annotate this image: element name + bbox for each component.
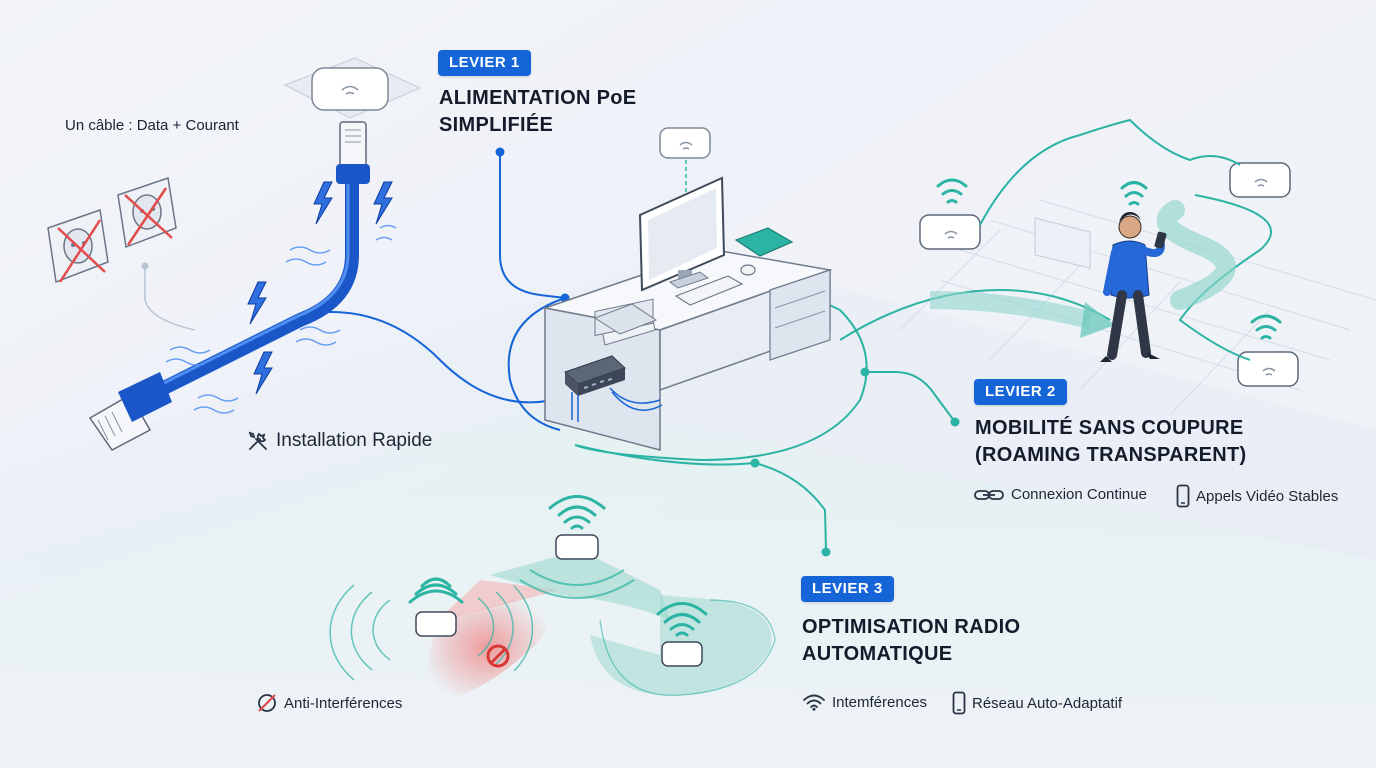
leader-line xyxy=(144,268,196,331)
roaming-arrow xyxy=(1156,200,1236,310)
lever1-title: ALIMENTATION PoE SIMPLIFIÉE xyxy=(439,85,636,139)
connector-dot xyxy=(750,458,760,468)
lever2-title: MOBILITÉ SANS COUPURE (ROAMING TRANSPARE… xyxy=(975,415,1246,469)
adaptive-label: Réseau Auto-Adaptatif xyxy=(972,694,1123,712)
adaptive-note: Réseau Auto-Adaptatif xyxy=(952,691,1122,715)
ethernet-cable xyxy=(143,163,359,402)
lever3-badge: LEVIER 3 xyxy=(801,576,894,602)
book xyxy=(734,227,794,257)
energy-waves xyxy=(165,224,397,414)
roaming-arrow xyxy=(929,291,1093,329)
connector-lever2 xyxy=(865,371,956,423)
connector-lever3 xyxy=(574,444,827,551)
link-icon xyxy=(974,489,1004,500)
cable-to-desk xyxy=(299,311,571,404)
access-point-roaming-bottom-right xyxy=(1237,314,1299,387)
floor-plane xyxy=(0,250,1376,600)
access-point-radio-left xyxy=(408,577,464,637)
desk-loop-blue xyxy=(507,297,566,431)
connector-dot xyxy=(821,547,831,557)
access-point-desk xyxy=(659,127,711,159)
connector-dot xyxy=(141,262,149,270)
desktop-monitor xyxy=(638,176,726,292)
red-interference-zone xyxy=(436,580,560,622)
access-point-roaming-top-right xyxy=(1229,162,1291,198)
switch-cables xyxy=(571,387,663,422)
continuous-note: Connexion Continue xyxy=(973,486,1147,503)
interference-waves xyxy=(329,584,534,681)
access-point-roaming-left xyxy=(919,178,981,250)
no-interference-icon xyxy=(258,694,276,712)
roaming-path xyxy=(979,118,1241,226)
access-point-radio-center xyxy=(519,495,635,599)
rj45-connector-bottom xyxy=(88,372,172,451)
install-note: Installation Rapide xyxy=(246,429,432,453)
keyboard xyxy=(674,275,744,306)
access-point-ceiling xyxy=(283,57,422,119)
glass-panel xyxy=(1034,217,1091,269)
background-plane-right xyxy=(700,0,1376,430)
lever1-title-line1: ALIMENTATION PoE xyxy=(439,87,637,109)
continuous-label: Connexion Continue xyxy=(1011,486,1147,503)
lever2-title-line1: MOBILITÉ SANS COUPURE xyxy=(975,417,1244,439)
teal-coverage-outline xyxy=(599,599,776,696)
lever2-badge: LEVIER 2 xyxy=(974,379,1067,405)
install-label: Installation Rapide xyxy=(276,430,433,451)
rj45-connector-top xyxy=(336,121,370,184)
interference-label: Intemférences xyxy=(832,693,928,711)
notepad xyxy=(593,303,658,335)
connector-lever1 xyxy=(499,152,566,299)
cable-caption: Un câble : Data + Courant xyxy=(65,117,239,134)
connector-dot xyxy=(495,147,505,157)
phone-icon xyxy=(952,691,966,715)
anti-interference-label: Anti-Interférences xyxy=(284,694,403,712)
poe-switch xyxy=(564,355,626,396)
lever1-title-line2: SIMPLIFIÉE xyxy=(439,114,554,136)
power-outlet-crossed xyxy=(47,208,109,284)
lever3-title: OPTIMISATION RADIO AUTOMATIQUE xyxy=(802,614,1020,668)
blocked-signal-icon xyxy=(486,644,510,668)
power-outlet-crossed xyxy=(117,177,177,249)
video-label: Appels Vidéo Stables xyxy=(1196,487,1339,505)
lever1-badge: LEVIER 1 xyxy=(438,50,531,76)
connector-dot xyxy=(860,367,870,377)
lightning-bolt-icon xyxy=(247,181,393,395)
connector-dot xyxy=(950,417,960,427)
lever3-title-line2: AUTOMATIQUE xyxy=(802,643,953,665)
background-plane-bottom xyxy=(0,400,1376,768)
lever3-title-line1: OPTIMISATION RADIO xyxy=(802,616,1021,638)
walking-person xyxy=(1100,181,1167,362)
interference-note: Intemférences xyxy=(802,693,927,711)
access-point-radio-right xyxy=(656,602,708,667)
anti-interference-note: Anti-Interférences xyxy=(256,692,402,714)
lever2-title-line2: (ROAMING TRANSPARENT) xyxy=(975,444,1247,466)
video-note: Appels Vidéo Stables xyxy=(1176,484,1338,508)
uplink-line xyxy=(839,288,1111,341)
tools-icon xyxy=(248,431,267,450)
phone-icon xyxy=(1176,484,1190,508)
roaming-arrowhead xyxy=(1080,302,1115,338)
wifi-icon xyxy=(803,694,825,711)
mouse xyxy=(740,264,756,276)
ethernet-cable-highlight xyxy=(148,168,350,392)
